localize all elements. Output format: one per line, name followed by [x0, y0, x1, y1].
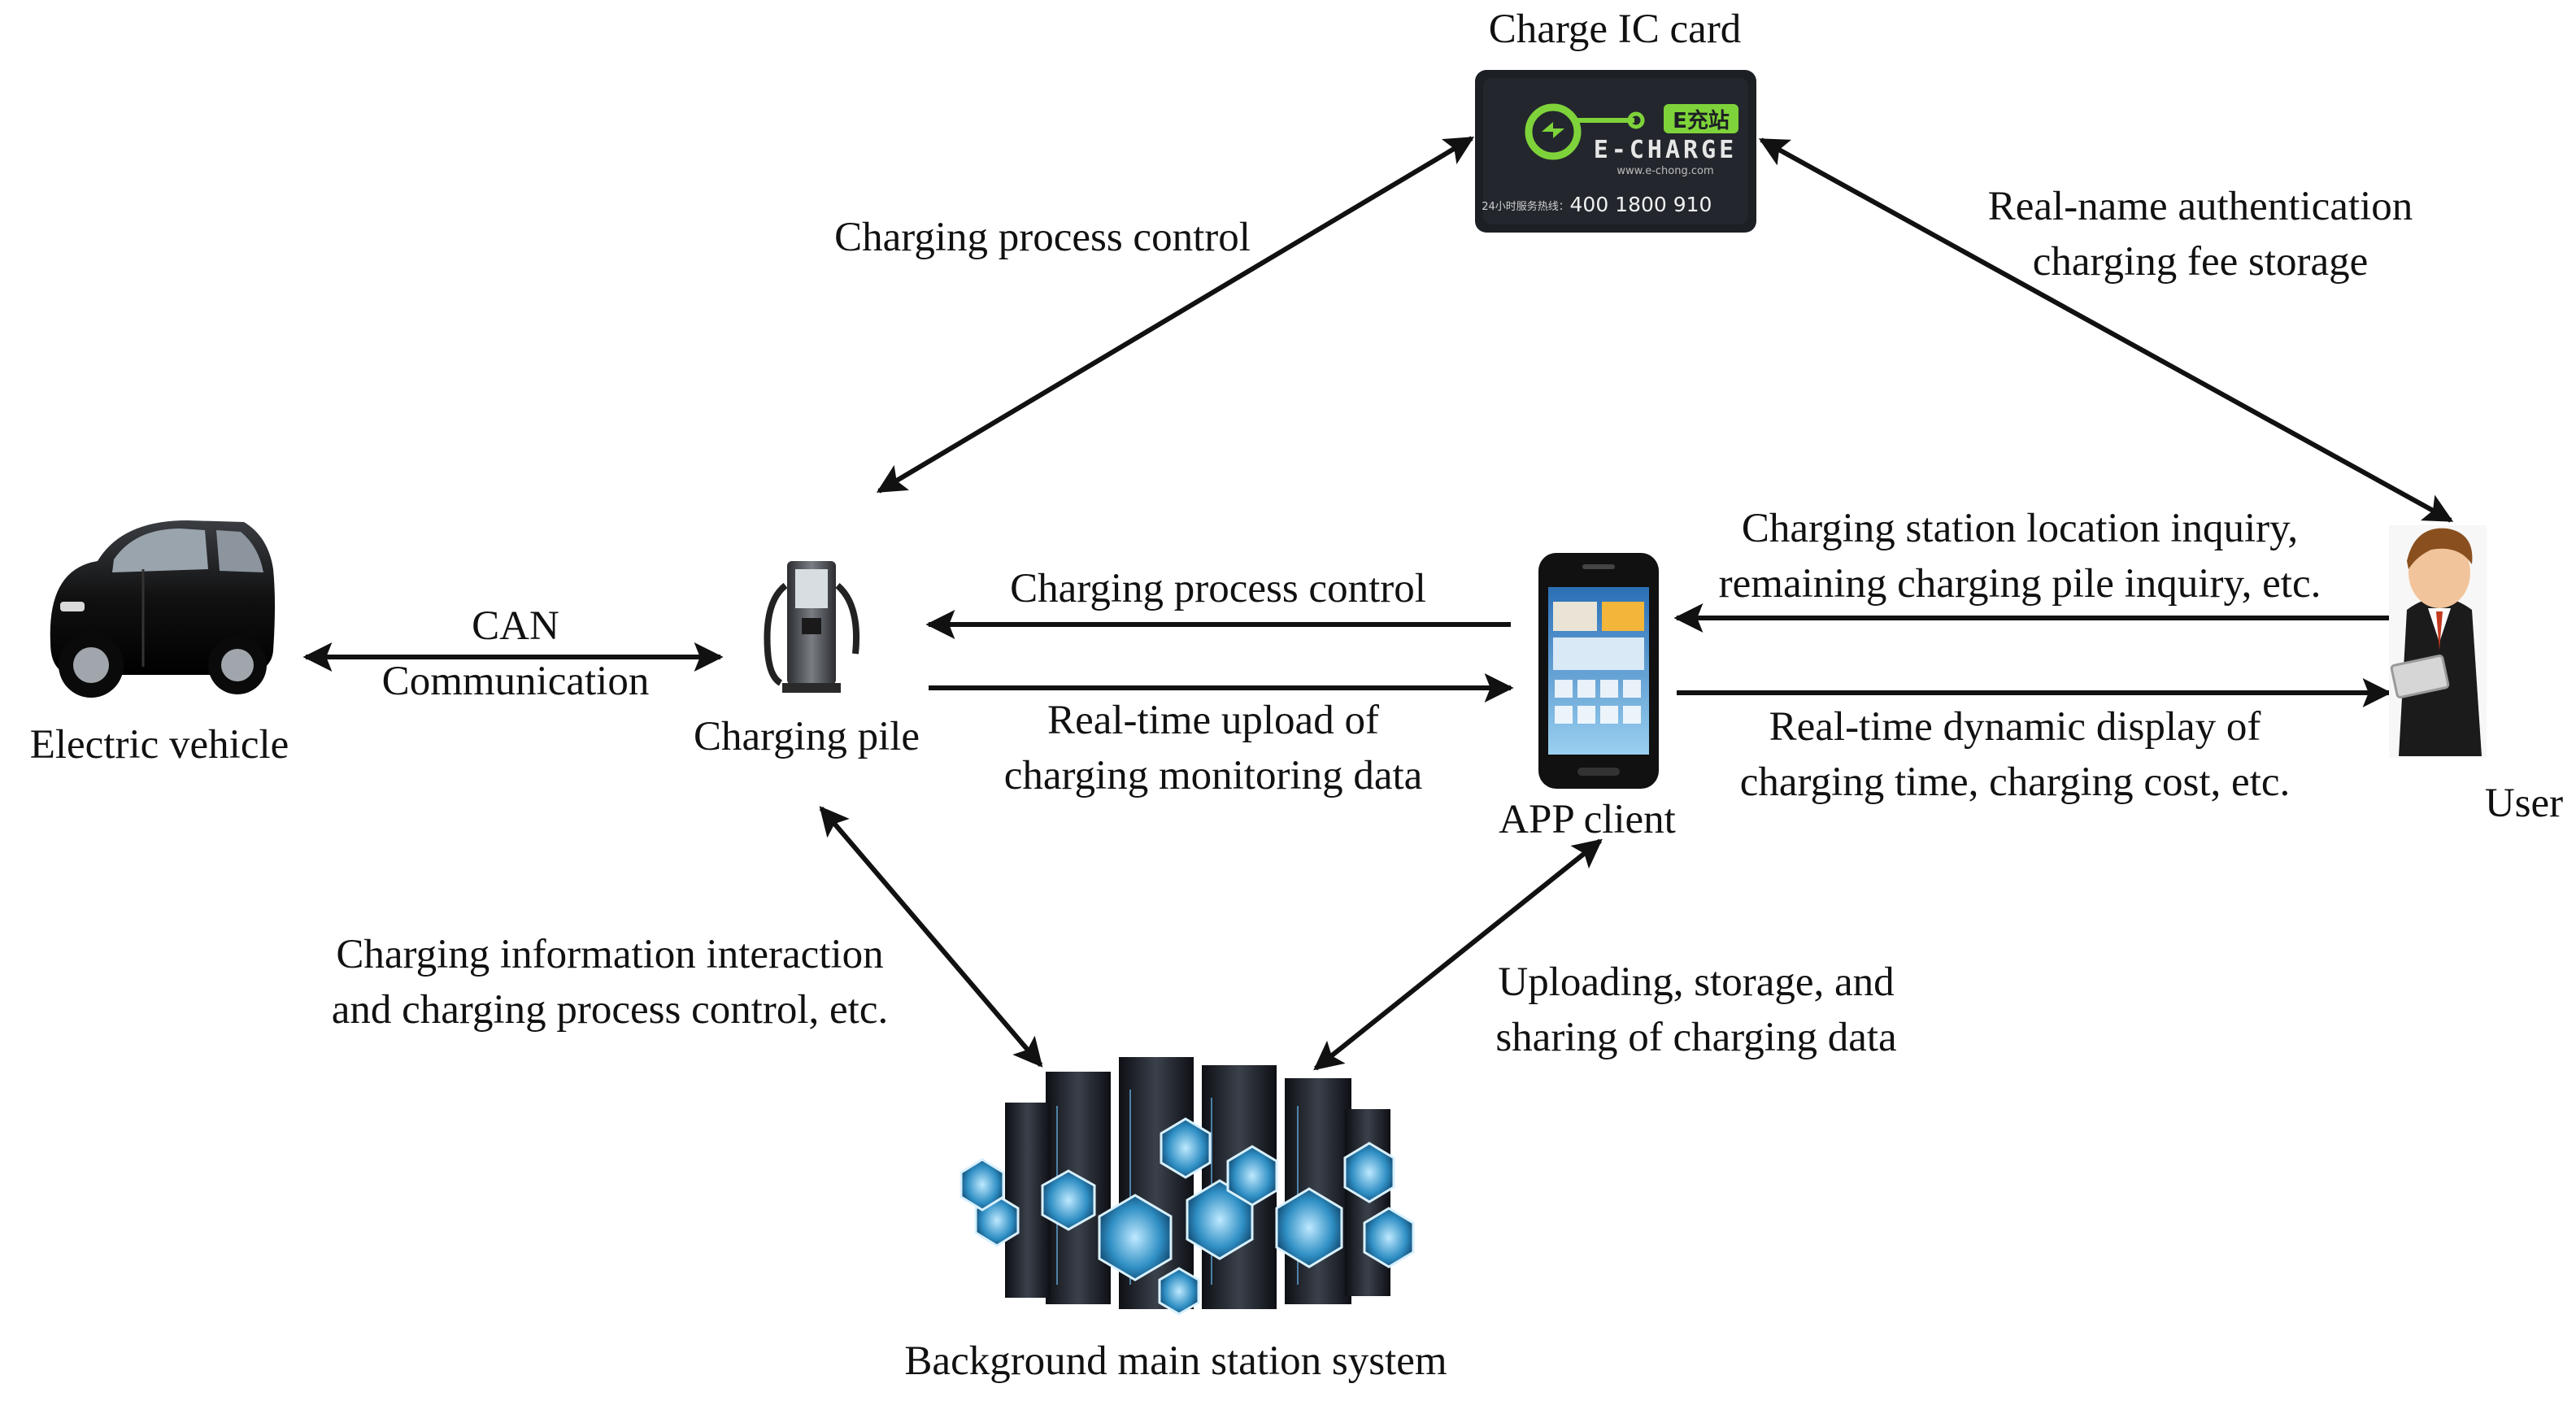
edge-app-to-pile-label: Charging process control — [1010, 566, 1426, 611]
charging-pile-image — [764, 561, 860, 693]
card-brand: E-CHARGE — [1594, 136, 1738, 164]
card-badge: E充站 — [1673, 108, 1730, 133]
arrow-app-system — [1313, 838, 1603, 1071]
edge-user-to-app-label-1: Charging station location inquiry, — [1741, 506, 2299, 551]
user-label: User — [2484, 781, 2564, 826]
arrow-pile-card — [876, 136, 1475, 494]
user-image — [2389, 525, 2487, 758]
arrow-pile-system — [819, 806, 1043, 1068]
electric-vehicle-image — [50, 520, 276, 698]
edge-app-to-user-label-1: Real-time dynamic display of — [1769, 704, 2261, 750]
edge-vehicle-pile-label-1: CAN — [472, 603, 559, 649]
edge-card-user-label-2: charging fee storage — [2032, 239, 2369, 285]
electric-vehicle-label: Electric vehicle — [29, 722, 289, 768]
card-url: www.e-chong.com — [1617, 165, 1713, 177]
background-system-label: Background main station system — [904, 1338, 1447, 1384]
plug-logo-icon — [1525, 103, 1582, 160]
edge-app-to-user-label-2: charging time, charging cost, etc. — [1739, 759, 2291, 805]
edge-vehicle-pile-label-2: Communication — [381, 659, 650, 704]
edge-pile-to-app-label-2: charging monitoring data — [1003, 753, 1423, 798]
edge-pile-to-app-label-1: Real-time upload of — [1047, 698, 1379, 743]
edge-pile-card-label: Charging process control — [834, 215, 1251, 260]
background-system-image — [959, 1057, 1415, 1316]
ic-card-image: E充站 E-CHARGE www.e-chong.com 24小时服务热线： 4… — [1475, 70, 1756, 233]
edge-card-user-label-1: Real-name authentication — [1987, 184, 2413, 229]
ic-card-label: Charge IC card — [1488, 7, 1742, 52]
edge-app-system-label-1: Uploading, storage, and — [1498, 959, 1895, 1005]
edge-pile-system-label-2: and charging process control, etc. — [331, 987, 889, 1033]
app-client-phone-image — [1538, 553, 1659, 789]
app-client-label: APP client — [1499, 797, 1676, 842]
arrows — [302, 136, 2454, 1071]
charging-pile-label: Charging pile — [693, 714, 920, 759]
card-phone: 400 1800 910 — [1570, 193, 1712, 216]
edge-app-system-label-2: sharing of charging data — [1495, 1015, 1897, 1060]
card-hotline-label: 24小时服务热线： — [1482, 200, 1569, 213]
hexagon-node — [1160, 1117, 1212, 1179]
edge-pile-system-label-1: Charging information interaction — [336, 932, 884, 977]
edge-user-to-app-label-2: remaining charging pile inquiry, etc. — [1718, 561, 2321, 607]
arrow-card-user — [1758, 137, 2454, 523]
